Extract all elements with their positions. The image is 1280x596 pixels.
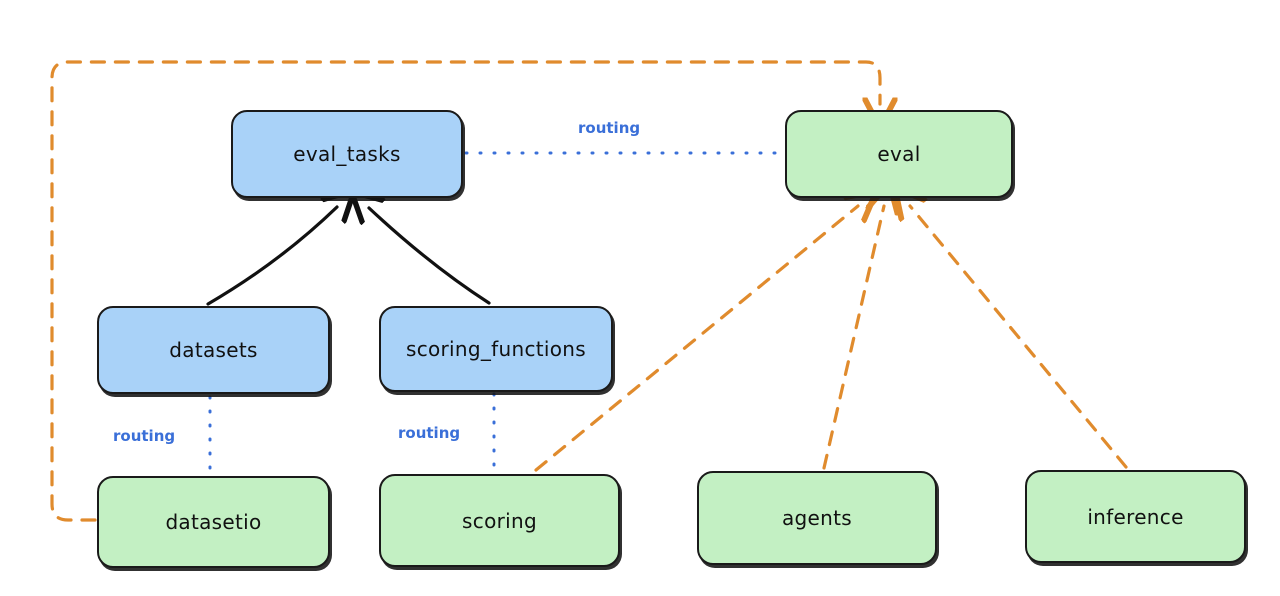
node-datasets[interactable]: datasets xyxy=(97,306,330,394)
node-datasetio[interactable]: datasetio xyxy=(97,476,330,568)
edge-scoring-functions-eval-tasks xyxy=(369,208,491,305)
node-label-datasetio: datasetio xyxy=(165,510,262,534)
node-label-agents: agents xyxy=(782,506,852,530)
node-scoring[interactable]: scoring xyxy=(379,474,620,567)
node-inference[interactable]: inference xyxy=(1025,470,1246,563)
node-agents[interactable]: agents xyxy=(697,471,937,565)
edge-inference-eval xyxy=(910,206,1128,469)
node-label-eval-tasks: eval_tasks xyxy=(293,142,401,166)
node-label-scoring: scoring xyxy=(462,508,537,533)
edge-datasetio-eval xyxy=(50,60,880,522)
edge-label-routing-eval: routing xyxy=(578,119,641,137)
node-label-inference: inference xyxy=(1087,504,1184,529)
node-label-scoring-functions: scoring_functions xyxy=(405,337,587,361)
edge-scoring-eval xyxy=(534,206,858,472)
node-label-datasets: datasets xyxy=(169,338,258,362)
edge-agents-eval xyxy=(822,206,884,470)
edge-label-routing-scoring: routing xyxy=(398,424,461,442)
node-scoring-functions[interactable]: scoring_functions xyxy=(379,306,613,392)
node-label-eval: eval xyxy=(877,142,921,166)
node-eval[interactable]: eval xyxy=(785,110,1013,198)
edge-label-routing-datasets: routing xyxy=(113,427,176,445)
node-eval-tasks[interactable]: eval_tasks xyxy=(231,110,463,198)
edge-datasets-eval-tasks xyxy=(206,207,337,306)
